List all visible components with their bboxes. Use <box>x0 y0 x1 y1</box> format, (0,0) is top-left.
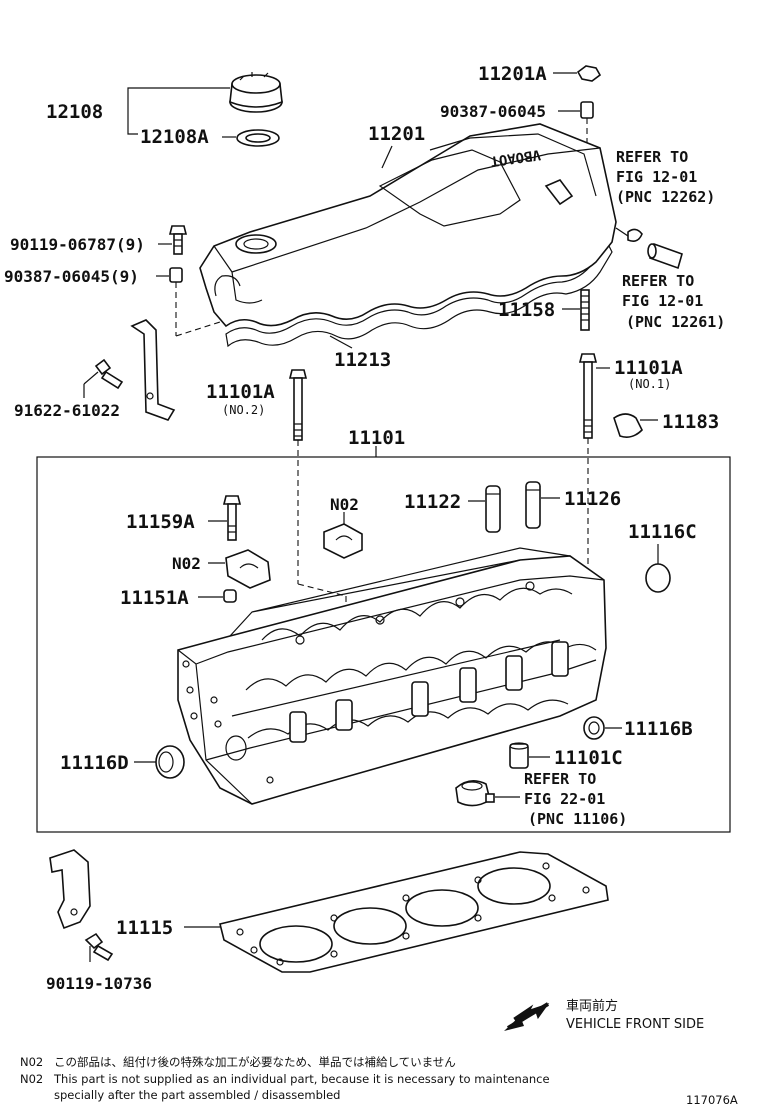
part-label-11213: 11213 <box>334 349 391 371</box>
head-gasket <box>219 851 609 973</box>
part-label-11183: 11183 <box>662 411 719 433</box>
dash-bolt2 <box>175 321 221 337</box>
part-label-91622-61022: 91622-61022 <box>14 401 120 420</box>
bolt-90119-06787 <box>168 225 188 255</box>
clip-ref <box>627 228 643 242</box>
valve-guide-11126 <box>525 481 541 529</box>
part-label-11116c: 11116C <box>628 521 697 543</box>
note1-text: この部品は、組付け後の特殊な加工が必要なため、単品では補給していません <box>54 1055 456 1069</box>
part-label-11201: 11201 <box>368 123 425 145</box>
part-label-11126: 11126 <box>564 488 621 510</box>
cylinder-head <box>177 547 607 805</box>
head-cover: VBOAOT <box>199 123 617 328</box>
ref-part-11106 <box>455 780 495 807</box>
ref2-line2: FIG 12-01 <box>622 292 703 310</box>
head-bolt-no1 <box>578 353 598 439</box>
ref3-line3: (PNC 11106) <box>528 810 627 828</box>
bearing-cap-n02-upper <box>323 523 363 559</box>
leader-91622-b <box>83 371 99 385</box>
oil-filler-cap <box>229 72 283 113</box>
ref1-line1: REFER TO <box>616 148 688 166</box>
plug-11116b <box>583 716 605 740</box>
cap-nut <box>576 65 602 82</box>
bolt-11159a <box>222 495 242 541</box>
no1-tag: (NO.1) <box>628 377 671 391</box>
part-label-11101a-no2: 11101A <box>206 381 275 403</box>
part-label-90387-06045-9: 90387-06045(9) <box>4 267 139 286</box>
no2-tag: (NO.2) <box>222 403 265 417</box>
plug-11116d <box>155 745 185 779</box>
ref2-line3: (PNC 12261) <box>626 313 725 331</box>
head-bolt-no2 <box>288 369 308 441</box>
ref1-line3: (PNC 12262) <box>616 188 715 206</box>
part-label-11116d: 11116D <box>60 752 129 774</box>
part-label-11158: 11158 <box>498 299 555 321</box>
dash-no2-b <box>297 583 347 597</box>
note2-tag: N02 <box>20 1072 43 1086</box>
valve-guide-11122 <box>485 485 501 533</box>
part-label-11151a: 11151A <box>120 587 189 609</box>
leader-11213 <box>329 335 353 349</box>
ref3-line2: FIG 22-01 <box>524 790 605 808</box>
hose-ref <box>647 242 683 270</box>
vehicle-front-arrow-icon <box>504 1002 550 1031</box>
stud-11158 <box>580 289 590 331</box>
part-label-12108: 12108 <box>46 101 103 123</box>
n02-label-upper: N02 <box>330 495 359 514</box>
part-label-11159a: 11159A <box>126 511 195 533</box>
ref1-line2: FIG 12-01 <box>616 168 697 186</box>
leader-ref1 <box>615 227 629 237</box>
leader-12108 <box>127 87 230 135</box>
bolt-91622 <box>94 358 124 390</box>
bearing-cap-n02-left <box>225 549 271 589</box>
part-label-11115: 11115 <box>116 917 173 939</box>
plug-11183 <box>613 413 643 438</box>
note2-text: This part is not supplied as an individu… <box>53 1072 550 1086</box>
part-label-90119-10736: 90119-10736 <box>46 974 152 993</box>
engine-hanger-bottom <box>49 849 91 930</box>
vehicle-front-jp: 車両前方 <box>566 998 618 1014</box>
grommet-90387-9 <box>169 267 183 283</box>
part-label-11116b: 11116B <box>624 718 693 740</box>
part-label-11122: 11122 <box>404 491 461 513</box>
oil-filler-gasket <box>236 129 280 147</box>
part-label-11101: 11101 <box>348 427 405 449</box>
vehicle-front-en: VEHICLE FRONT SIDE <box>566 1017 704 1032</box>
cover-embossed-text: VBOAOT <box>489 146 541 169</box>
ref2-line1: REFER TO <box>622 272 694 290</box>
part-label-11201a: 11201A <box>478 63 547 85</box>
ring-pin-11101c <box>509 742 529 769</box>
note1-tag: N02 <box>20 1055 43 1069</box>
cylinder-head-assy-frame <box>36 456 731 833</box>
note3-text: specially after the part assembled / dis… <box>54 1088 340 1102</box>
part-label-90387-06045: 90387-06045 <box>440 102 546 121</box>
pin-11151a <box>223 589 237 603</box>
part-label-11101c: 11101C <box>554 747 623 769</box>
bolt-90119-10736 <box>84 932 114 962</box>
part-label-12108a: 12108A <box>140 126 209 148</box>
figure-id: 117076A <box>686 1093 738 1107</box>
engine-hanger-top <box>130 319 176 421</box>
ref3-line1: REFER TO <box>524 770 596 788</box>
n02-label-left: N02 <box>172 554 201 573</box>
grommet-90387 <box>580 101 594 119</box>
part-label-90119-06787: 90119-06787(9) <box>10 235 145 254</box>
leader-11201 <box>381 145 393 169</box>
plug-11116c <box>645 563 671 593</box>
part-label-11101a-no1: 11101A <box>614 357 683 379</box>
